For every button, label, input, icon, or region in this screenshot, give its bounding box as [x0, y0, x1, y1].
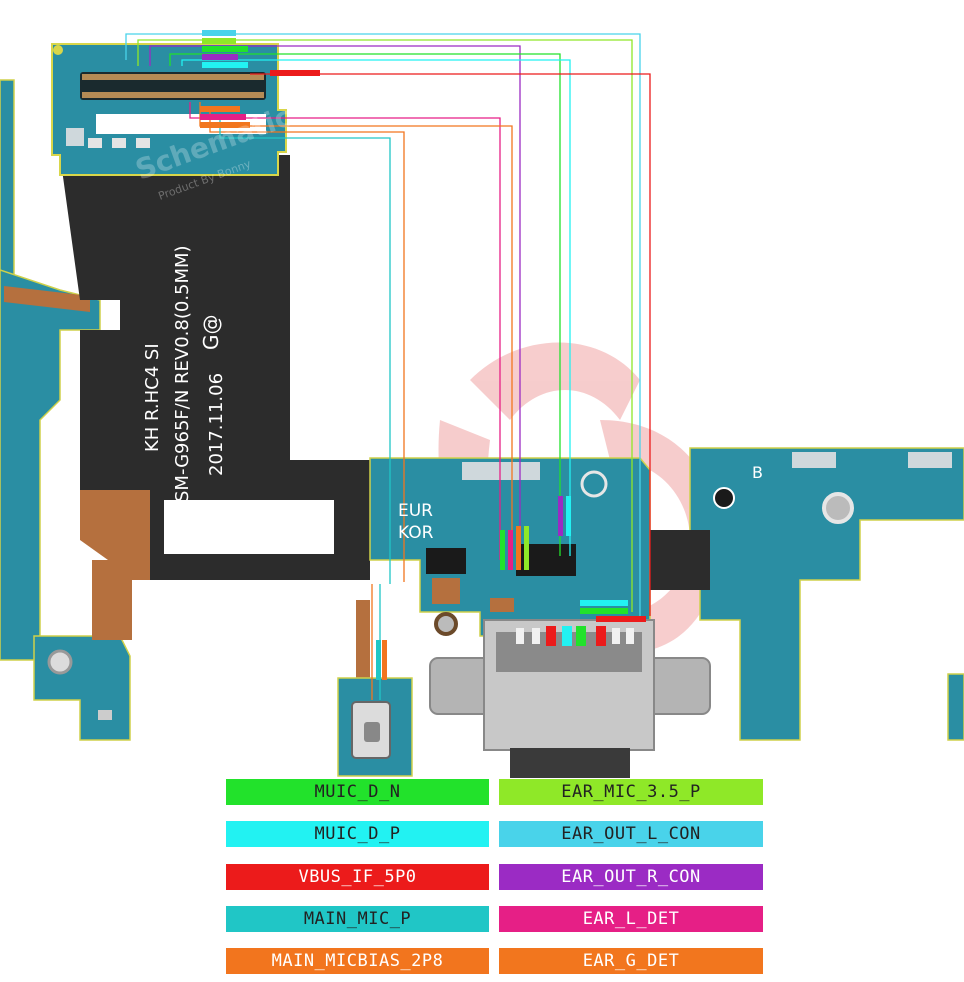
legend-item: MUIC_D_N — [226, 779, 489, 805]
antenna-mark-label: B — [752, 463, 763, 482]
legend-item: VBUS_IF_5P0 — [226, 864, 489, 890]
net-label-tags — [200, 30, 646, 680]
usb-c-connector — [429, 619, 711, 778]
board-code-label: KH R.HC4 SI — [142, 343, 163, 452]
legend-item: EAR_OUT_R_CON — [499, 864, 763, 890]
board-date-label: 2017.11.06 — [206, 373, 227, 476]
board-logo-mark: G@ — [199, 315, 223, 351]
legend-item: MUIC_D_P — [226, 821, 489, 847]
legend-item: MAIN_MICBIAS_2P8 — [226, 948, 489, 974]
signal-traces — [125, 33, 651, 700]
main-mic-board — [337, 677, 413, 777]
board-model-label: SM-G965F/N REV0.8(0.5MM) — [172, 245, 193, 502]
right-antenna-board — [650, 447, 964, 741]
legend-item: EAR_OUT_L_CON — [499, 821, 763, 847]
main-flex-cable — [60, 155, 370, 690]
legend-item: EAR_MIC_3.5_P — [499, 779, 763, 805]
usb-sub-board — [369, 457, 651, 637]
legend-item: EAR_L_DET — [499, 906, 763, 932]
region-label-kor: KOR — [398, 523, 434, 543]
legend-item: MAIN_MIC_P — [226, 906, 489, 932]
legend-item: EAR_G_DET — [499, 948, 763, 974]
region-label-eur: EUR — [398, 501, 433, 521]
